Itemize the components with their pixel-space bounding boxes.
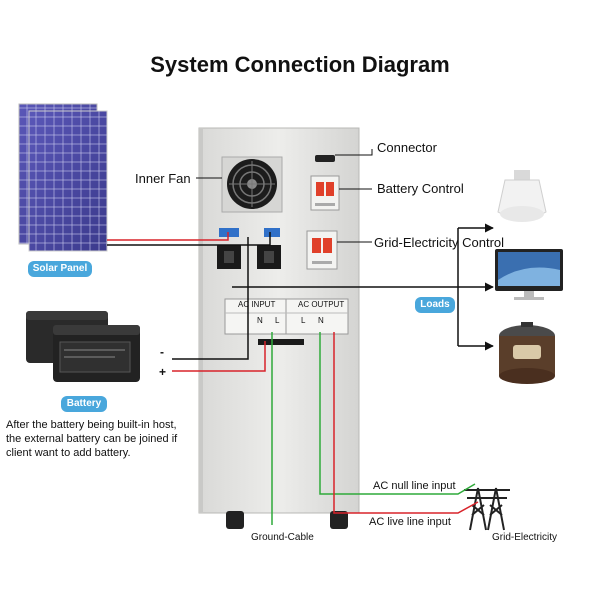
grid-control-label: Grid-Electricity Control bbox=[374, 235, 505, 250]
ac-null-label: AC null line input bbox=[373, 480, 456, 492]
solar-panel-badge: Solar Panel bbox=[28, 261, 92, 277]
grid-electricity-label: Grid-Electricity bbox=[492, 532, 558, 543]
battery-control-label: Battery Control bbox=[377, 181, 464, 196]
note-line: client want to add battery. bbox=[6, 447, 131, 459]
terminal-label: N bbox=[318, 316, 324, 325]
wiring bbox=[107, 223, 494, 525]
diagram-title: System Connection Diagram bbox=[150, 52, 450, 77]
grid-control-switch bbox=[306, 230, 338, 270]
battery-illustration bbox=[26, 311, 140, 382]
battery-control-switch bbox=[310, 175, 340, 211]
battery-note: After the battery being built-in host, t… bbox=[6, 418, 236, 460]
ac-live-label: AC live line input bbox=[369, 516, 451, 528]
solar-panel-illustration bbox=[18, 103, 108, 252]
battery-badge: Battery bbox=[61, 396, 107, 412]
inner-fan-label: Inner Fan bbox=[135, 171, 191, 186]
loads-badge: Loads bbox=[415, 297, 455, 313]
minus-sign: - bbox=[160, 345, 164, 359]
monitor-load-icon bbox=[495, 249, 563, 300]
inner-fan-icon bbox=[221, 156, 283, 213]
connector-label: Connector bbox=[377, 140, 437, 155]
terminal-label: L bbox=[275, 316, 280, 325]
bulb-load-icon bbox=[497, 170, 547, 222]
grid-tower-icon bbox=[464, 487, 510, 531]
ground-cable-label: Ground-Cable bbox=[251, 532, 314, 543]
terminal-label: N bbox=[257, 316, 263, 325]
note-line: the external battery can be joined if bbox=[6, 433, 178, 445]
rice-cooker-load-icon bbox=[499, 322, 555, 384]
terminal-label: L bbox=[301, 316, 306, 325]
ac-input-label: AC INPUT bbox=[238, 300, 276, 309]
ac-output-label: AC OUTPUT bbox=[298, 300, 345, 309]
inverter-cabinet bbox=[198, 127, 360, 529]
note-line: After the battery being built-in host, bbox=[6, 419, 177, 431]
plus-sign: + bbox=[159, 365, 167, 379]
